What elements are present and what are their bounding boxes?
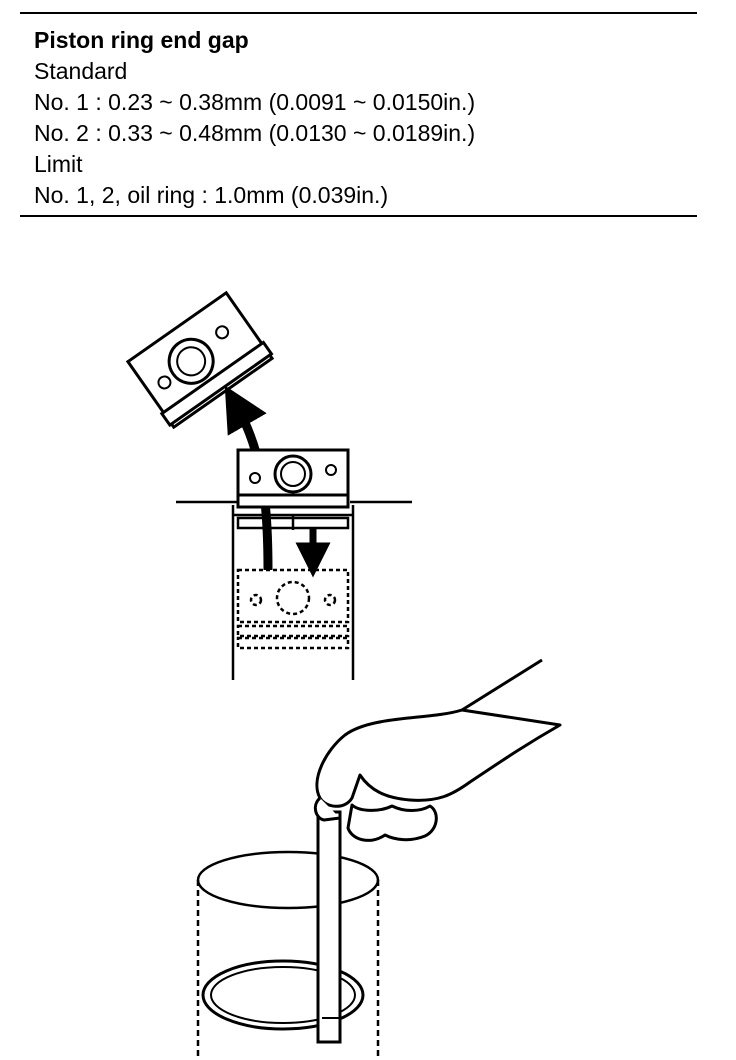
standard-label: Standard	[34, 58, 128, 84]
tilted-piston-icon	[125, 290, 275, 430]
standard-row-2: No. 2 : 0.33 ~ 0.48mm (0.0130 ~ 0.0189in…	[34, 120, 476, 146]
cylinder-icon	[196, 850, 380, 1060]
standard-row-1: No. 1 : 0.23 ~ 0.38mm (0.0091 ~ 0.0150in…	[34, 89, 476, 115]
feeler-gauge-icon	[316, 810, 342, 1044]
piston-top-icon	[236, 448, 350, 509]
piston-ring-in-cylinder-icon	[201, 959, 365, 1031]
ring-icon	[236, 516, 350, 530]
hand-icon	[313, 658, 562, 842]
limit-row: No. 1, 2, oil ring : 1.0mm (0.039in.)	[34, 182, 389, 208]
spec-title: Piston ring end gap	[34, 27, 249, 53]
piston-in-bore-icon	[236, 568, 350, 650]
cylinder-block-icon	[176, 500, 412, 680]
limit-label: Limit	[34, 151, 83, 177]
spec-table: Piston ring end gap Standard No. 1 : 0.2…	[20, 12, 697, 217]
